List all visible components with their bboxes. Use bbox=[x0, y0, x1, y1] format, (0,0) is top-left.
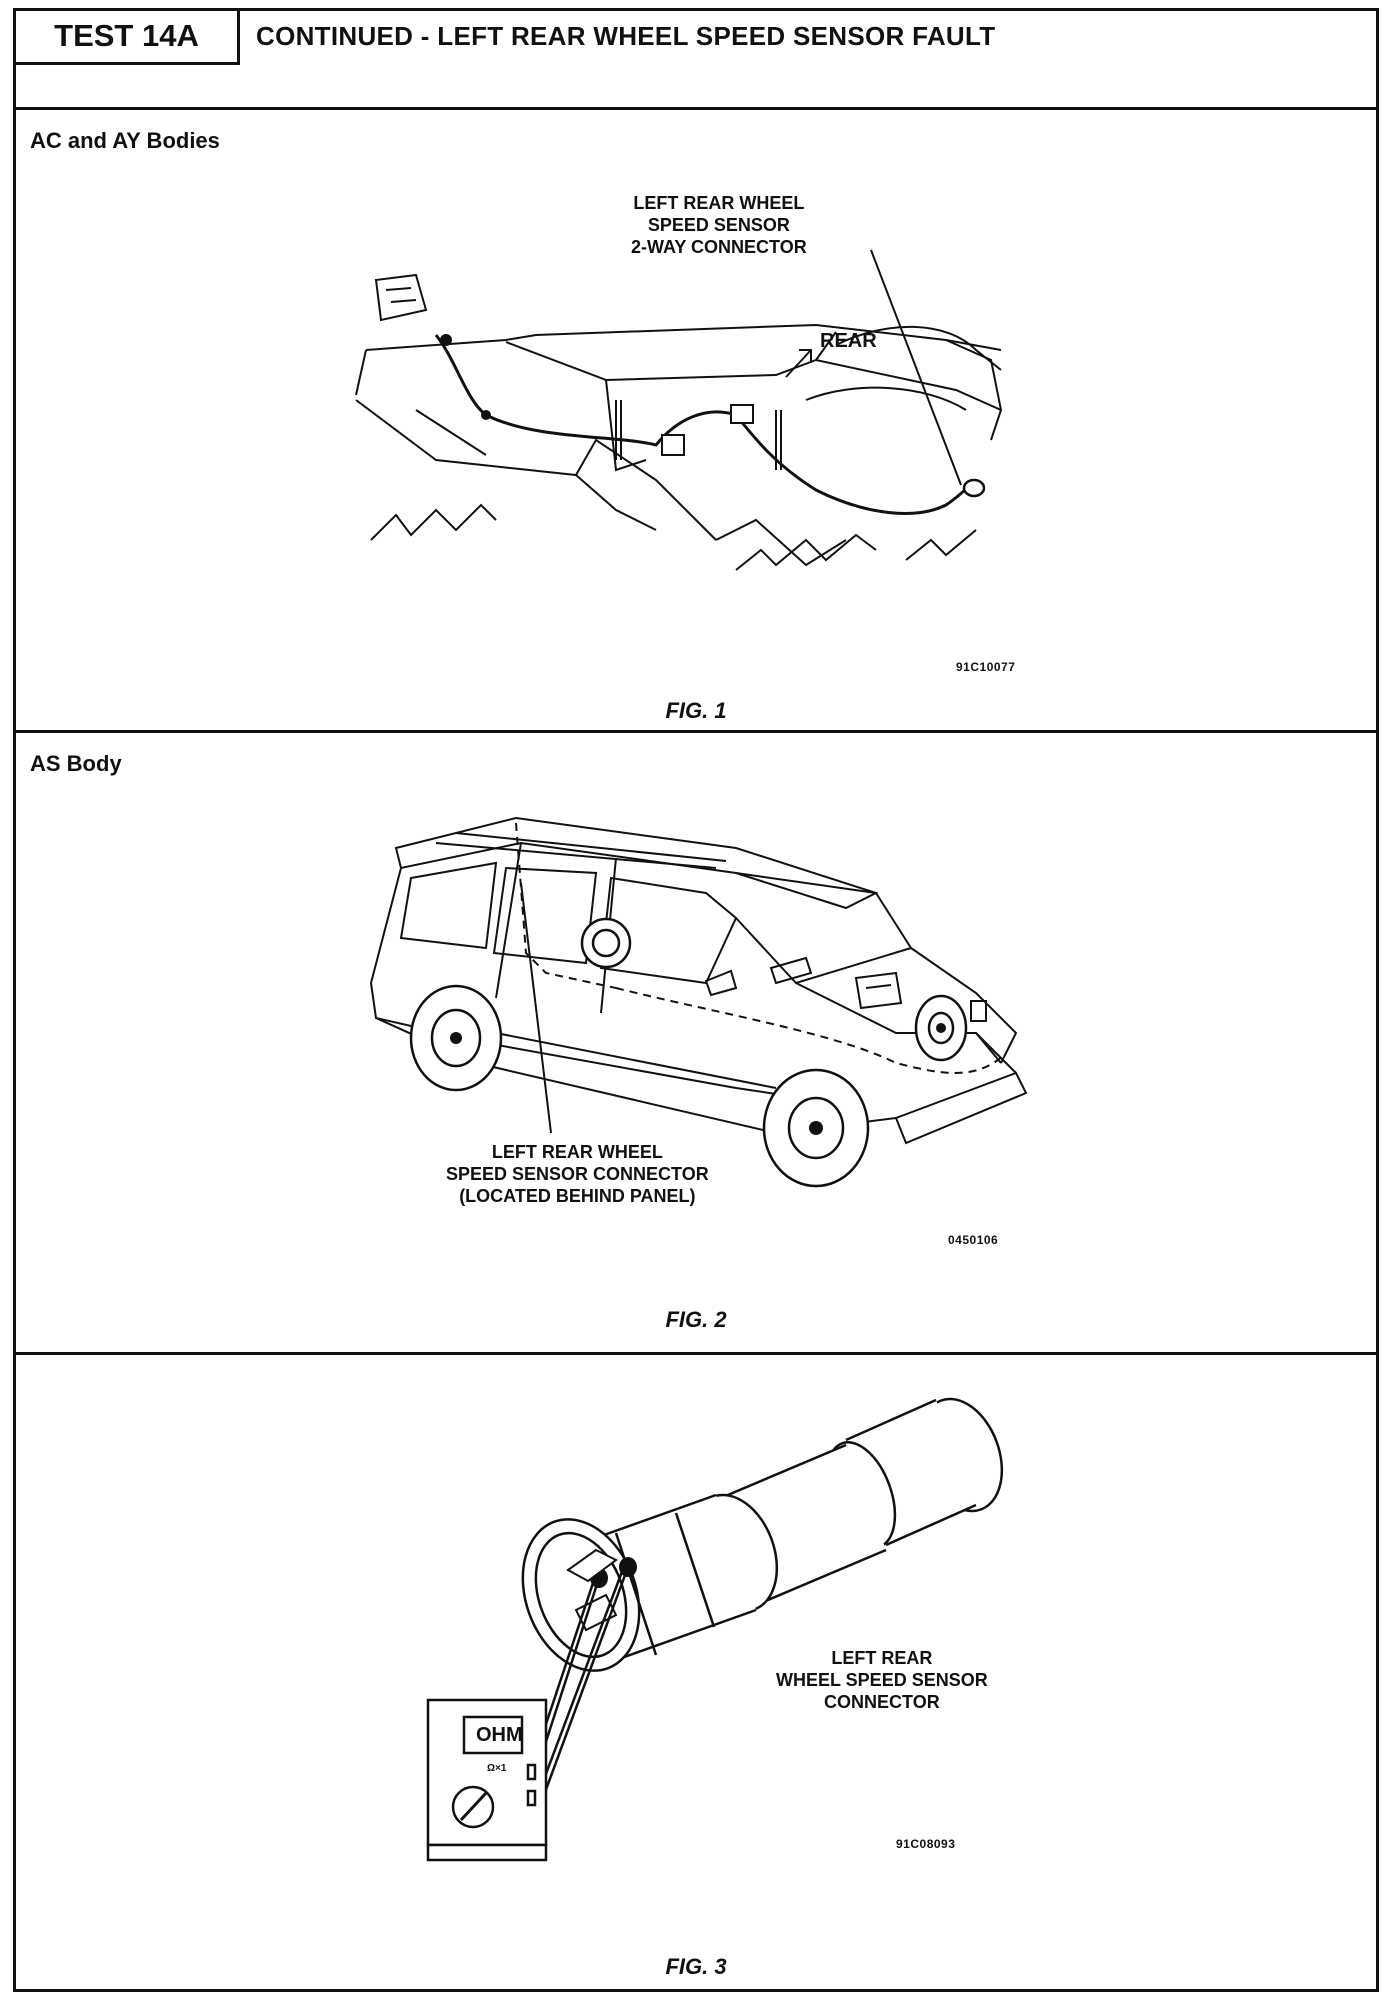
connector-meter-illustration bbox=[426, 1397, 1004, 1862]
figure-2-code: 0450106 bbox=[948, 1233, 999, 1247]
figure-1-code: 91C10077 bbox=[956, 660, 1016, 674]
meter-range-text: Ω×1 bbox=[487, 1763, 507, 1774]
figure-3-code: 91C08093 bbox=[896, 1837, 956, 1851]
rear-direction-label: REAR bbox=[820, 330, 877, 352]
test-id: TEST 14A bbox=[16, 11, 240, 65]
figure-panel-2: AS Body bbox=[16, 733, 1376, 1355]
figure-2-caption: FIG. 2 bbox=[665, 1307, 727, 1332]
figure-panel-3: OHM Ω×1 LEFT REAR WHEEL SPEED SENSOR CON… bbox=[16, 1355, 1376, 1989]
figure-1-caption: FIG. 1 bbox=[665, 698, 727, 723]
figure-1-callout: LEFT REAR WHEEL SPEED SENSOR 2-WAY CONNE… bbox=[631, 193, 807, 257]
figure-2-label: AS Body bbox=[30, 751, 122, 776]
figure-3-callout: LEFT REAR WHEEL SPEED SENSOR CONNECTOR bbox=[776, 1648, 988, 1712]
page-title: CONTINUED - LEFT REAR WHEEL SPEED SENSOR… bbox=[256, 21, 996, 51]
figure-3-caption: FIG. 3 bbox=[665, 1954, 727, 1979]
floor-pan-illustration bbox=[355, 249, 1003, 571]
header: TEST 14A CONTINUED - LEFT REAR WHEEL SPE… bbox=[16, 11, 1376, 110]
document-frame: TEST 14A CONTINUED - LEFT REAR WHEEL SPE… bbox=[13, 8, 1379, 1992]
figure-panel-1: AC and AY Bodies LEFT REAR WHEEL SPEED S… bbox=[16, 110, 1376, 733]
figure-2-callout: LEFT REAR WHEEL SPEED SENSOR CONNECTOR (… bbox=[446, 1142, 709, 1206]
meter-display-text: OHM bbox=[476, 1724, 523, 1746]
figure-1-label: AC and AY Bodies bbox=[30, 128, 220, 153]
minivan-illustration bbox=[369, 816, 1028, 1188]
